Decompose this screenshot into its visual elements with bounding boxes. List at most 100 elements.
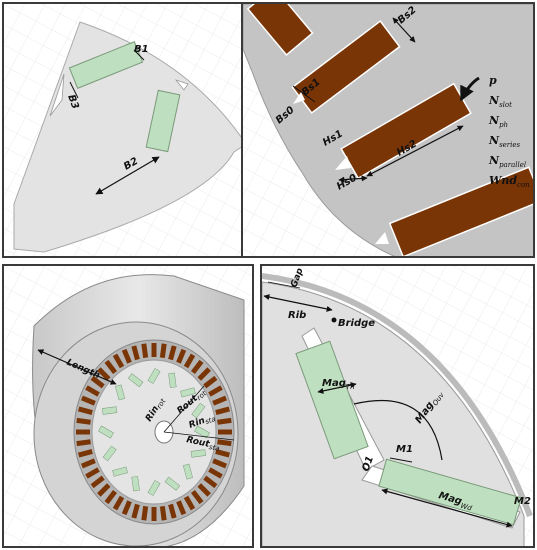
stator-slot-winding [183, 353, 196, 369]
rout-sta-label: Routsta [185, 435, 221, 453]
stator-slot-winding [183, 495, 196, 511]
winding-parameters: p Nslot Nph Nseries Nparallel Wndcon [488, 74, 530, 189]
stator-slot-winding [203, 375, 218, 389]
rotor-magnet [194, 425, 210, 439]
rotor-magnet [131, 476, 140, 492]
stator-slot-winding [151, 507, 157, 521]
rotor-magnet [102, 406, 118, 415]
param-wnd: Wndcon [489, 174, 530, 189]
rotor-magnet [115, 384, 126, 401]
stator-slot-winding [85, 467, 100, 479]
bridge-label: Bridge [338, 318, 375, 329]
radius-lines [163, 385, 205, 433]
gap-dimension [267, 281, 301, 289]
stator-slot-winding [151, 343, 157, 357]
m1-dimension [389, 457, 413, 463]
bs1-dimension [292, 85, 316, 103]
stator-slot-winding [76, 439, 91, 447]
stator-slot-winding [131, 345, 140, 361]
stator-slot-winding [197, 367, 211, 381]
b3-label: B3 [65, 93, 80, 111]
panel-stator-slot-geometry: Bs2 Bs1 Bs0 Hs1 Hs2 Hs0 p Nslot Nph Nser… [241, 2, 535, 258]
mag-th-label: MagTh [322, 378, 355, 391]
rotor-magnet [102, 445, 117, 462]
stator-slot-winding [112, 495, 125, 511]
rotor-magnet [147, 368, 161, 384]
rotor-magnet [182, 463, 193, 480]
magnet-pocket-diagram: Gap Rib Bridge MagTh MagOuv M1 O1 MagWd … [262, 266, 533, 546]
stator-slot-winding [212, 395, 228, 406]
stator-slot-winding [78, 406, 93, 416]
mag-wd-dimension [381, 488, 513, 528]
radius-lines-2 [163, 431, 235, 441]
bs2-dimension [392, 17, 416, 43]
panel-magnet-pocket-detail: Gap Rib Bridge MagTh MagOuv M1 O1 MagWd … [260, 264, 535, 548]
stator-slot-winding [85, 385, 100, 397]
stator-slot-winding [176, 348, 187, 364]
stator-slot-winding [97, 483, 111, 497]
stator-slot-winding [141, 343, 149, 358]
stator-slot-winding [76, 417, 91, 425]
stator-slot-winding [80, 458, 96, 469]
param-p: p [489, 74, 497, 87]
stator-slot-1 [246, 4, 314, 56]
machine-3d-diagram: Length Rinrot Routrot Rinsta Routsta [4, 266, 252, 546]
flux-barrier-left [49, 73, 65, 117]
hs0-dimension [338, 175, 368, 183]
rotor-magnets [98, 368, 210, 496]
stator-slot-winding [168, 503, 177, 519]
m2-label: M2 [514, 496, 531, 507]
stator-slot-winding [141, 506, 149, 521]
winding-arrow [459, 76, 480, 102]
param-nph: Nph [488, 114, 508, 129]
stator-slot-winding [215, 406, 230, 416]
magnet-lower [145, 89, 181, 153]
rib-dimension [263, 294, 333, 312]
stator-slot-winding [212, 458, 228, 469]
flux-barrier-right [174, 79, 189, 91]
rotor-magnet [112, 466, 128, 477]
param-nparallel: Nparallel [488, 154, 526, 169]
airgap-band [262, 273, 533, 518]
stator-slot-2 [291, 20, 401, 114]
stator-slot-diagram: Bs2 Bs1 Bs0 Hs1 Hs2 Hs0 p Nslot Nph Nser… [243, 4, 533, 256]
stator-slot-winding [159, 506, 167, 521]
stator-slot-winding [218, 429, 232, 435]
mag-th-dimension [317, 382, 357, 394]
rotor-magnet [98, 425, 114, 439]
rotor-magnet [147, 480, 161, 496]
stator-slot-winding [217, 439, 232, 447]
param-nslot: Nslot [488, 94, 512, 109]
stator-slot-winding [80, 395, 96, 406]
mag-ouv-arc [353, 399, 443, 461]
stator-slot-4 [375, 166, 533, 256]
stator-slot-winding [197, 483, 211, 497]
b1-dimension [133, 49, 145, 61]
stator-slot-winding [104, 489, 118, 505]
magnet-upper [68, 41, 144, 89]
stator-slot-winding [208, 385, 223, 397]
stator-slot-winding [208, 467, 223, 479]
stator-slot-winding [190, 489, 204, 505]
stator-slot-winding [76, 429, 90, 435]
panel-machine-3d-view: Length Rinrot Routrot Rinsta Routsta [2, 264, 254, 548]
stator-slot-winding [159, 343, 167, 358]
stator-slot-winding [176, 500, 187, 516]
rotor-magnet [127, 373, 144, 388]
stator-slot-winding [78, 448, 93, 458]
bridge-marker [331, 317, 337, 323]
stator-slot-winding [121, 500, 132, 516]
panel-rotor-magnet-geometry: B1 B3 B2 [2, 2, 254, 258]
rotor-sector-diagram: B1 B3 B2 [4, 4, 252, 256]
stator-slot-winding [121, 348, 132, 364]
length-dimension [37, 349, 117, 385]
o1-label: O1 [360, 455, 376, 473]
stator-slot-winding [203, 475, 218, 489]
stator-slot-winding [217, 417, 232, 425]
b3-dimension [69, 81, 79, 99]
stator-slot-winding [90, 475, 105, 489]
magnet-th [295, 340, 369, 460]
rotor-magnet [180, 387, 196, 398]
rotor-magnet [191, 402, 206, 419]
b1-label: B1 [134, 44, 149, 55]
